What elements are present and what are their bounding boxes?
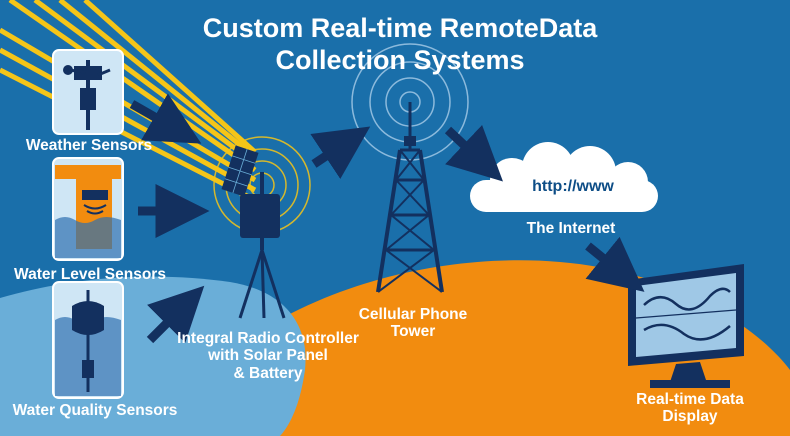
title-line-2: Collection Systems [275,45,525,76]
tower-label: Cellular Phone Tower [348,306,478,341]
display-label-line-1: Real-time Data [636,391,744,408]
water-quality-buoy-icon [52,281,124,399]
water-quality-sensors-label: Water Quality Sensors [12,402,178,419]
internet-url: http://www [532,178,614,195]
display-label-line-2: Display [662,408,718,426]
cloud-icon [470,142,658,212]
controller-label-line-1: Integral Radio Controller [177,330,359,347]
page-title: Custom Real-time RemoteData Collection S… [150,12,650,77]
weather-sensors-label: Weather Sensors [25,137,153,154]
tower-label-line-2: Tower [390,323,436,341]
internet-label: The Internet [526,220,616,237]
water-level-icon [52,157,124,261]
arrow-icon [129,93,645,344]
sun-rays-icon [0,0,257,203]
controller-label-line-2: with Solar Panel [208,347,328,365]
water-level-sensors-label: Water Level Sensors [14,266,166,283]
tower-label-line-1: Cellular Phone [358,306,468,323]
monitor-icon [628,264,744,388]
cell-tower-icon [376,102,444,293]
weather-station-icon [52,49,124,135]
solar-controller-icon [221,145,286,319]
display-label: Real-time Data Display [610,391,770,426]
controller-label: Integral Radio Controller with Solar Pan… [168,330,368,382]
title-line-1: Custom Real-time RemoteData [202,13,598,43]
controller-label-line-3: & Battery [233,364,303,382]
